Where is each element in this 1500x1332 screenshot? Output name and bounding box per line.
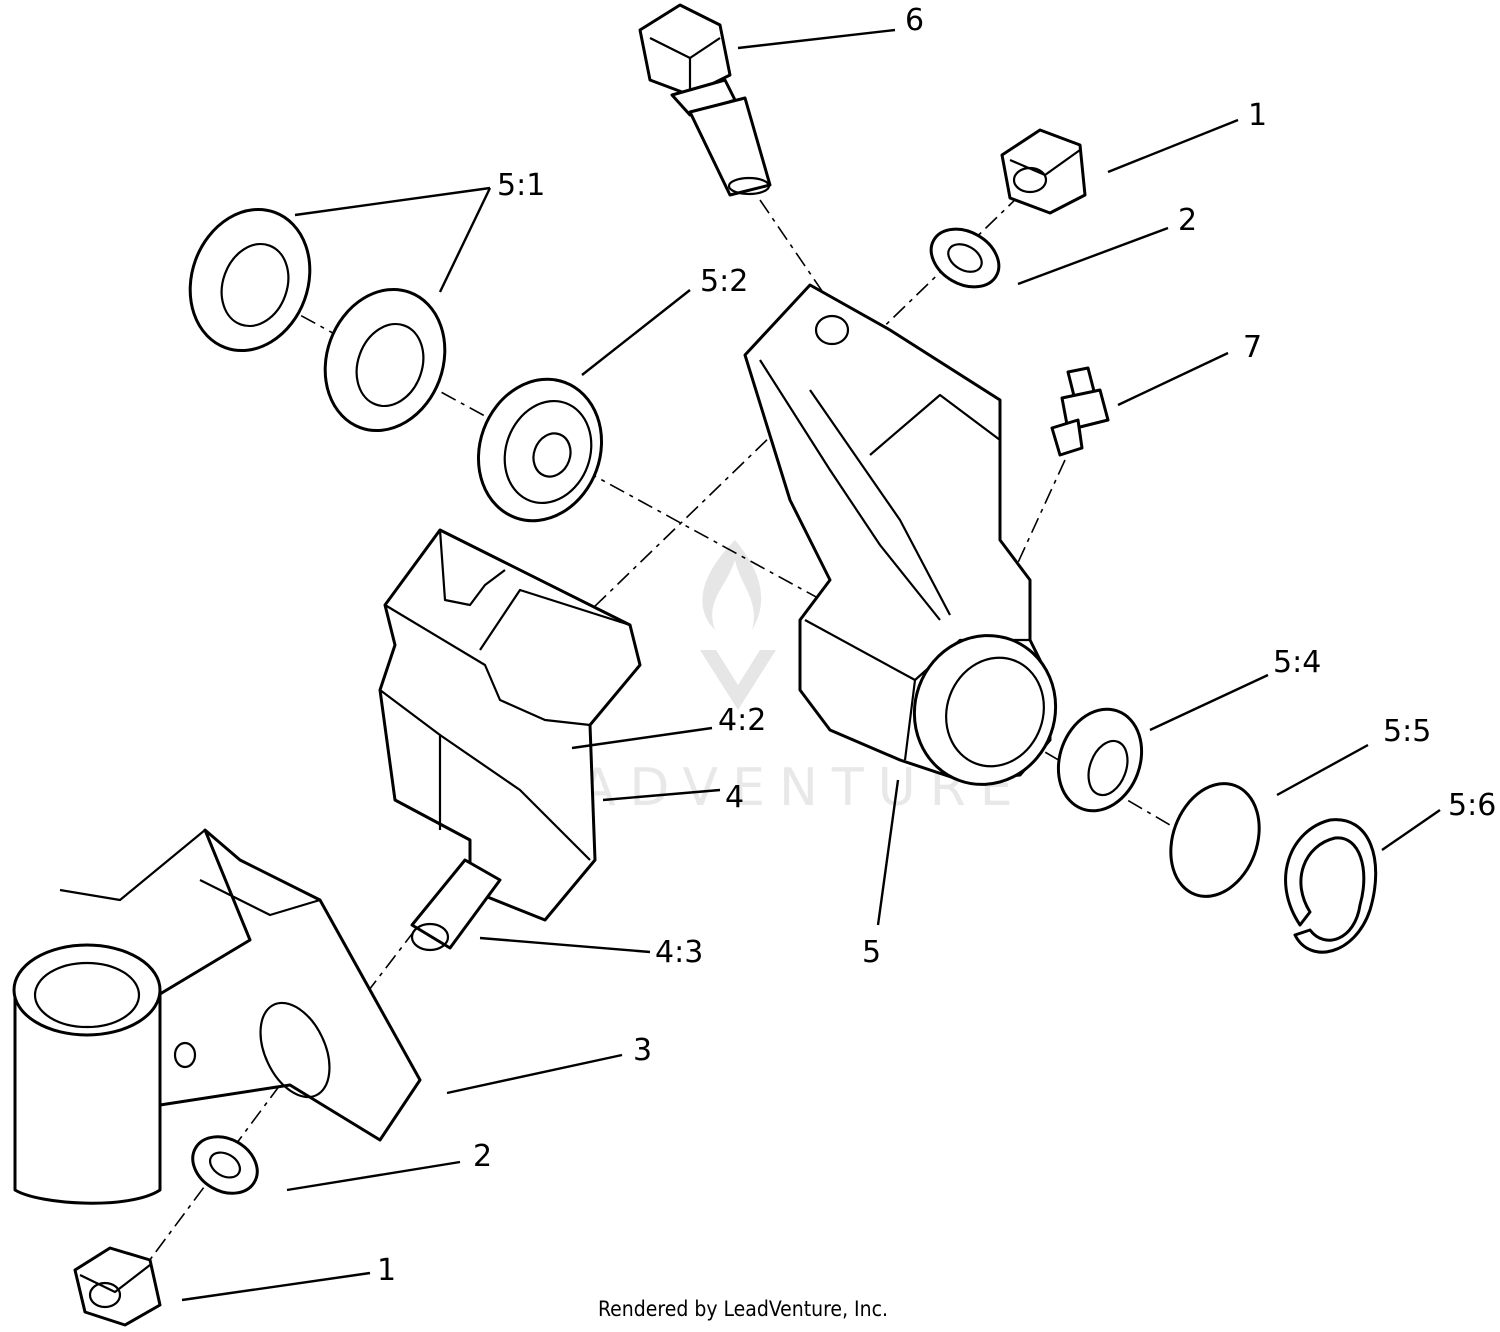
callout-3: 3 [633, 1033, 652, 1068]
callout-5-1: 5:1 [497, 168, 545, 203]
callout-2-bottom: 2 [473, 1139, 492, 1174]
callout-2-top: 2 [1178, 203, 1197, 238]
bolt-part-6 [638, 3, 772, 197]
callout-4-3: 4:3 [655, 935, 703, 970]
bracket-part-4 [378, 528, 642, 922]
callout-5-4: 5:4 [1273, 645, 1321, 680]
callout-5: 5 [862, 935, 881, 970]
snap-ring-part-5-6 [1284, 818, 1378, 954]
callout-1-top: 1 [1248, 98, 1267, 133]
callout-7: 7 [1243, 330, 1262, 365]
seal-part-5-1 [188, 207, 447, 433]
callout-4: 4 [725, 780, 744, 815]
nut-part-1-top [1000, 128, 1087, 215]
bearing-part-5-2 [476, 377, 604, 523]
cap-part-5-5 [1169, 782, 1261, 898]
callout-5-6: 5:6 [1448, 788, 1496, 823]
callout-1-bottom: 1 [377, 1253, 396, 1288]
washer-part-2-bottom [191, 1135, 259, 1195]
washer-part-2-top [929, 227, 1001, 289]
mount-part-3 [12, 828, 422, 1205]
grease-fitting-part-7 [1050, 366, 1110, 457]
callout-4-2: 4:2 [718, 703, 766, 738]
pin-part-4-3 [410, 858, 502, 952]
fork-housing-part-5 [743, 283, 1058, 786]
leader-lines [181, 28, 1441, 1302]
watermark-logo [700, 540, 776, 710]
footer-credit: Rendered by LeadVenture, Inc. [598, 1297, 888, 1321]
callout-5-5: 5:5 [1383, 714, 1431, 749]
nut-part-1-bottom [73, 1246, 162, 1327]
callout-5-2: 5:2 [700, 264, 748, 299]
callout-6: 6 [905, 3, 924, 38]
seal-part-5-4 [1056, 707, 1144, 813]
